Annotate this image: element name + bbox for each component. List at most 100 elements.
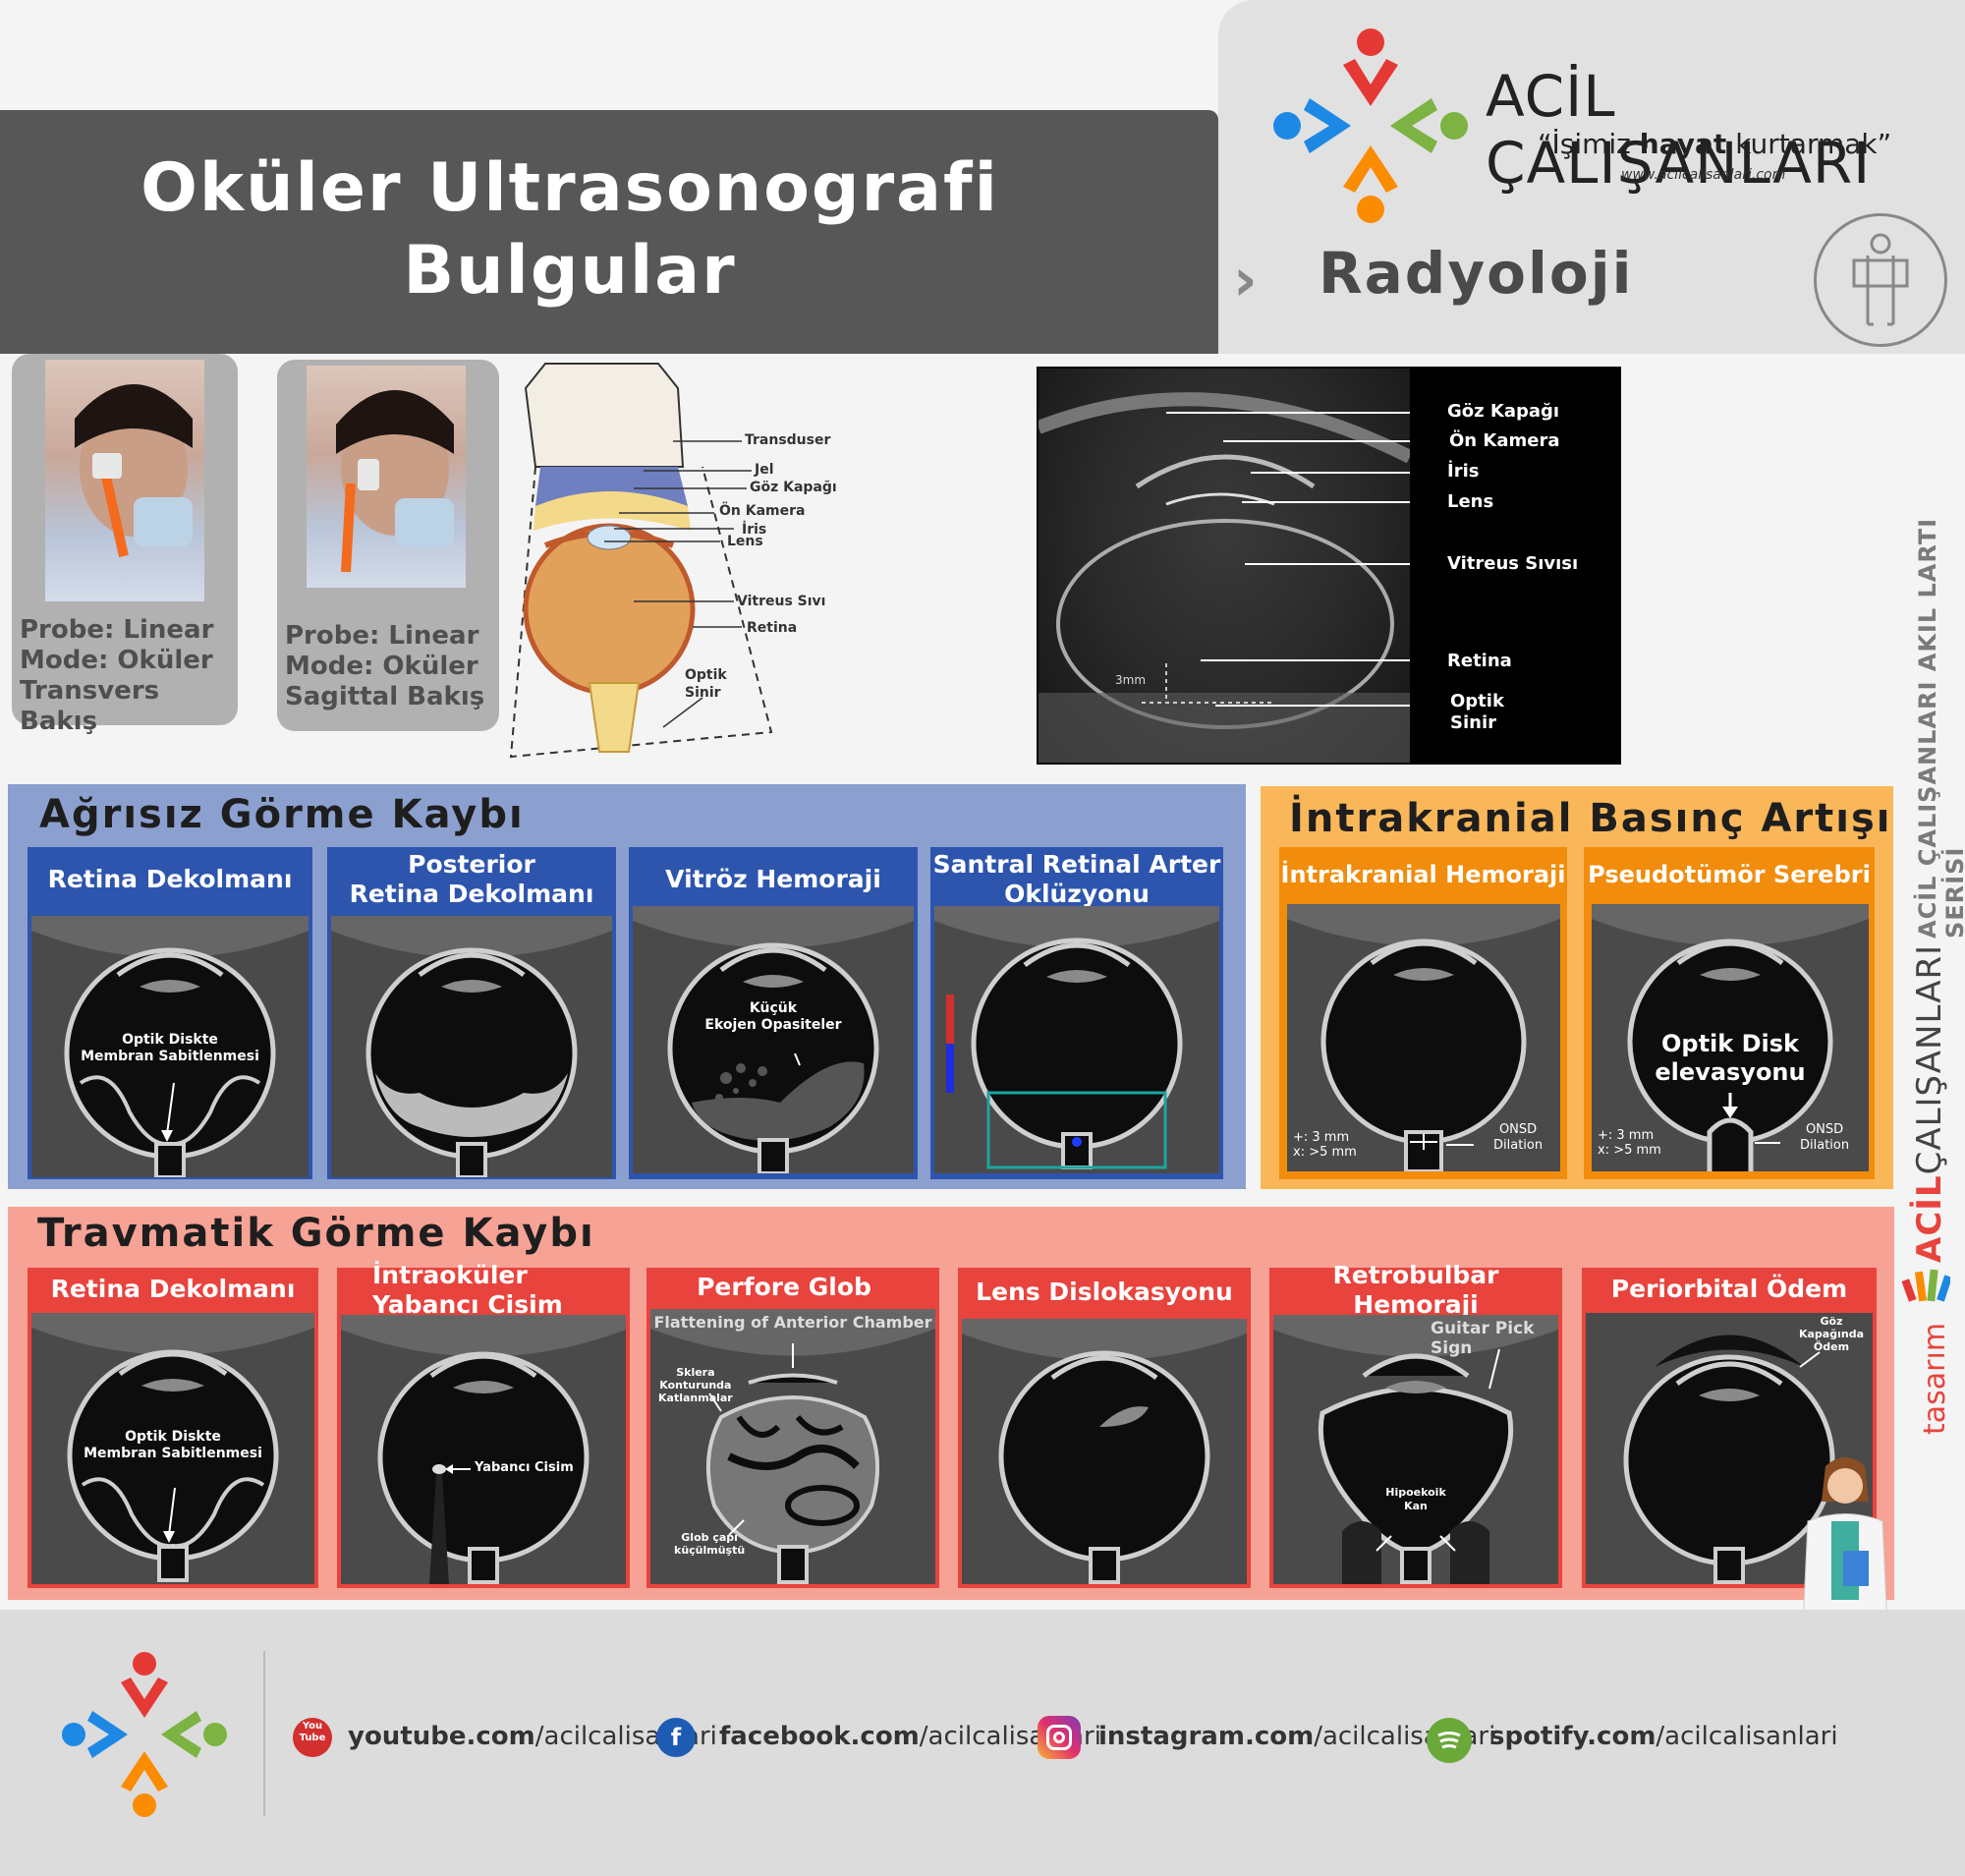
eye-panel <box>331 916 612 1179</box>
card-title: Lens Dislokasyonu <box>976 1278 1233 1306</box>
annotation: Optik Diskte Membran Sabitlenmesi <box>31 1032 309 1065</box>
crao-eye-icon <box>934 906 1219 1173</box>
measurement-line: +: 3 mm <box>1293 1130 1350 1145</box>
section-title-trauma: Travmatik Görme Kaybı <box>37 1211 595 1256</box>
card-title: Vitröz Hemoraji <box>665 865 881 893</box>
design-brush-icon <box>1901 1269 1950 1302</box>
annotation-line: Sklera <box>676 1366 715 1379</box>
annotation-line: Membran Sabitlenmesi <box>81 1049 259 1064</box>
eye-panel <box>934 906 1219 1173</box>
foreign-body-eye-icon <box>341 1315 626 1584</box>
annotation-line: Katlanmalar <box>658 1392 733 1404</box>
card-title: Retina Dekolmanı <box>50 1275 296 1303</box>
section-title-painless: Ağrısız Görme Kaybı <box>39 792 525 837</box>
measurement-line: x: >5 mm <box>1293 1145 1357 1160</box>
label-line: Optik <box>1450 691 1504 711</box>
footer-divider <box>263 1651 265 1816</box>
card-title: İntrakranial Hemoraji <box>1280 861 1566 888</box>
card-title: Periorbital Ödem <box>1610 1275 1848 1303</box>
title-line-1: Oküler Ultrasonografi <box>140 149 999 227</box>
annotation-line: Küçük <box>749 1000 798 1016</box>
probe-card-transverse: Probe: Linear Mode: Oküler Transvers Bak… <box>12 354 238 736</box>
card-title: Posterior Retina Dekolmanı <box>327 847 616 912</box>
sidebar-brand-dark: ÇALIŞANLARI <box>1910 943 1949 1175</box>
youtube-icon[interactable]: You Tube <box>293 1718 332 1757</box>
measurement: +: 3 mm x: >5 mm <box>1293 1130 1357 1160</box>
eye-panel: Optik Diskte Membran Sabitlenmesi <box>31 1313 314 1584</box>
label-optic-nerve: Optik Sinir <box>685 666 727 702</box>
label-retina: Retina <box>747 620 798 636</box>
series-label: ACİL ÇALIŞANLARI AKIL LARTI SERİSİ <box>1914 517 1965 938</box>
vitreous-hemorrhage-eye-icon <box>633 906 914 1175</box>
card-posterior-retinal-detachment: Posterior Retina Dekolmanı <box>327 847 616 1179</box>
card-crao: Santral Retinal Arter Oklüzyonu <box>930 847 1223 1179</box>
brand-url[interactable]: www.acilcalisanlari.com <box>1621 167 1786 183</box>
probe-line: Transvers Bakış <box>20 676 160 736</box>
card-title-line: Retina Dekolmanı <box>349 880 594 908</box>
sidebar-brand: ACİLÇALIŞANLARI <box>1910 944 1949 1263</box>
facebook-link[interactable]: facebook.com/acilcalisanlari <box>719 1722 1101 1751</box>
instagram-icon[interactable] <box>1038 1716 1081 1759</box>
label-lens: Lens <box>727 534 763 549</box>
annotation-line: küçülmüştü <box>674 1544 746 1557</box>
section-trauma-bg <box>8 1207 1894 1600</box>
probe-text: Probe: Linear Mode: Oküler Transvers Bak… <box>20 615 238 737</box>
us-label-anterior: Ön Kamera <box>1449 430 1560 451</box>
title-line-2: Bulgular <box>403 232 737 310</box>
card-pseudotumor-cerebri: Pseudotümör Serebri Optik Disk elevasyon… <box>1584 847 1875 1179</box>
us-label-iris: İris <box>1447 461 1480 482</box>
card-title: İntraoküler Yabancı Cisim <box>337 1261 630 1319</box>
onsd-line: ONSD <box>1805 1122 1844 1137</box>
annotation: Optik Diskte Membran Sabitlenmesi <box>31 1429 314 1462</box>
card-title: Pseudotümör Serebri <box>1588 861 1871 888</box>
annotation: Optik Disk elevasyonu <box>1592 1030 1869 1087</box>
probe-card-sagittal: Probe: Linear Mode: Oküler Sagittal Bakı… <box>277 360 499 731</box>
annotation-line: Optik Disk <box>1661 1030 1799 1057</box>
card-title-line: Yabancı Cisim <box>372 1290 563 1319</box>
probe-line: Probe: Linear <box>20 615 214 645</box>
eye-panel: Yabancı Cisim <box>341 1315 626 1584</box>
pseudotumor-eye-icon <box>1592 904 1869 1171</box>
header-bar <box>0 110 1218 354</box>
design-label: tasarım <box>1918 1322 1952 1435</box>
card-periorbital-edema: Periorbital Ödem Göz Kapağında Ödem <box>1582 1268 1877 1588</box>
perforated-globe-eye-icon <box>650 1309 935 1584</box>
section-title-icp: İntrakranial Basınç Artışı <box>1289 796 1892 841</box>
periorbital-edema-eye-icon <box>1586 1313 1873 1584</box>
spotify-link[interactable]: spotify.com/acilcalisanlari <box>1489 1722 1838 1751</box>
eye-panel <box>962 1319 1247 1584</box>
annotation-top: Flattening of Anterior Chamber <box>653 1313 932 1332</box>
icp-hemorrhage-eye-icon <box>1287 904 1560 1173</box>
eye-panel: Göz Kapağında Ödem <box>1586 1313 1873 1584</box>
onsd-label: ONSD Dilation <box>1493 1122 1543 1154</box>
annotation-line: Ekojen Opasiteler <box>704 1017 842 1033</box>
us-scale-label: 3mm <box>1115 673 1147 687</box>
annotation-line: Kan <box>1404 1500 1428 1512</box>
annotation-line: Kapağında <box>1798 1328 1865 1340</box>
card-title: Retrobulbar Hemoraji <box>1332 1261 1499 1319</box>
card-title-line: Oklüzyonu <box>1004 880 1150 908</box>
card-trauma-retinal-detachment: Retina Dekolmanı Optik Diskte Membran Sa… <box>28 1268 318 1588</box>
us-label-vitreous: Vitreus Sıvısı <box>1447 553 1579 574</box>
label-eyelid: Göz Kapağı <box>750 480 837 495</box>
eye-anatomy-diagram <box>509 363 773 759</box>
card-title: Perfore Glob <box>697 1273 871 1301</box>
link-bold: youtube.com <box>348 1722 535 1751</box>
annotation-line: Optik Diskte <box>125 1429 221 1445</box>
annotation-eyelid-edema: Göz Kapağında Ödem <box>1792 1315 1871 1353</box>
onsd-line: Dilation <box>1800 1138 1850 1153</box>
annotation-sclera: Sklera Konturunda Katlanmalar <box>658 1366 733 1404</box>
card-title-line: Posterior <box>408 850 535 879</box>
lens-dislocation-eye-icon <box>962 1319 1247 1584</box>
label-anterior: Ön Kamera <box>719 503 806 519</box>
eye-panel: +: 3 mm x: >5 mm ONSD Dilation <box>1287 904 1560 1173</box>
label-line: Sinir <box>1450 712 1496 733</box>
annotation-line: Konturunda <box>659 1379 732 1392</box>
annotation-line: Ödem <box>1813 1340 1850 1353</box>
facebook-icon[interactable]: f <box>656 1718 696 1757</box>
annotation-line: Göz <box>1820 1315 1843 1328</box>
us-label-lens: Lens <box>1447 491 1494 512</box>
spotify-icon[interactable] <box>1427 1718 1472 1763</box>
retinal-detachment-eye-icon <box>31 916 309 1179</box>
category-label: Radyoloji <box>1319 240 1634 307</box>
